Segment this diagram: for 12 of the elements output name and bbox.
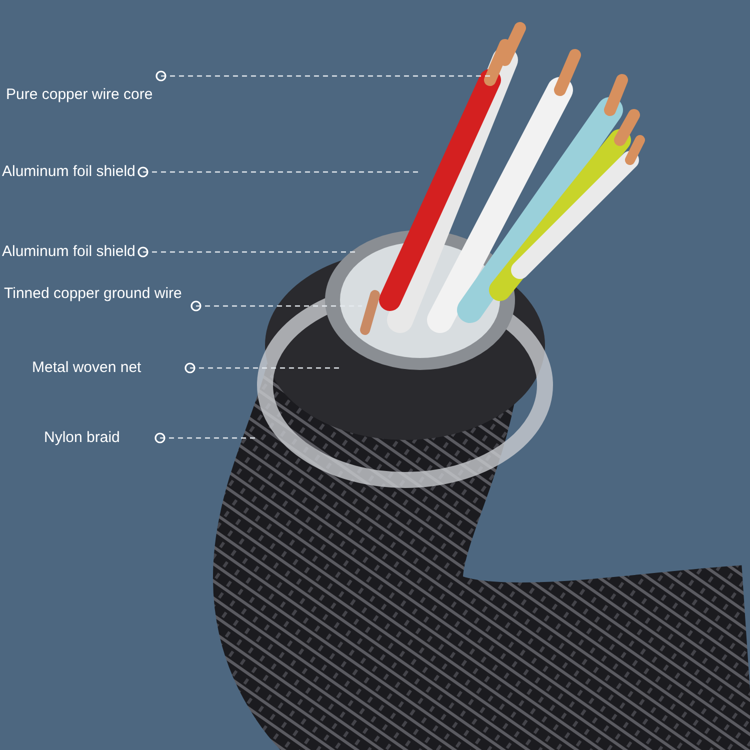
leader-line <box>154 432 255 444</box>
leader-line <box>156 70 490 82</box>
part-label: Nylon braid <box>44 429 120 447</box>
leader-line <box>138 246 355 258</box>
part-label: Metal woven net <box>32 359 142 377</box>
leader-line <box>184 362 340 374</box>
leader-line <box>190 300 362 312</box>
part-label: Aluminum foil shield <box>2 243 136 261</box>
part-label: Pure copper wire core <box>6 86 153 104</box>
leader-line <box>138 166 420 178</box>
part-label: Aluminum foil shield <box>2 163 136 181</box>
part-label: Tinned copper ground wire <box>4 285 182 303</box>
